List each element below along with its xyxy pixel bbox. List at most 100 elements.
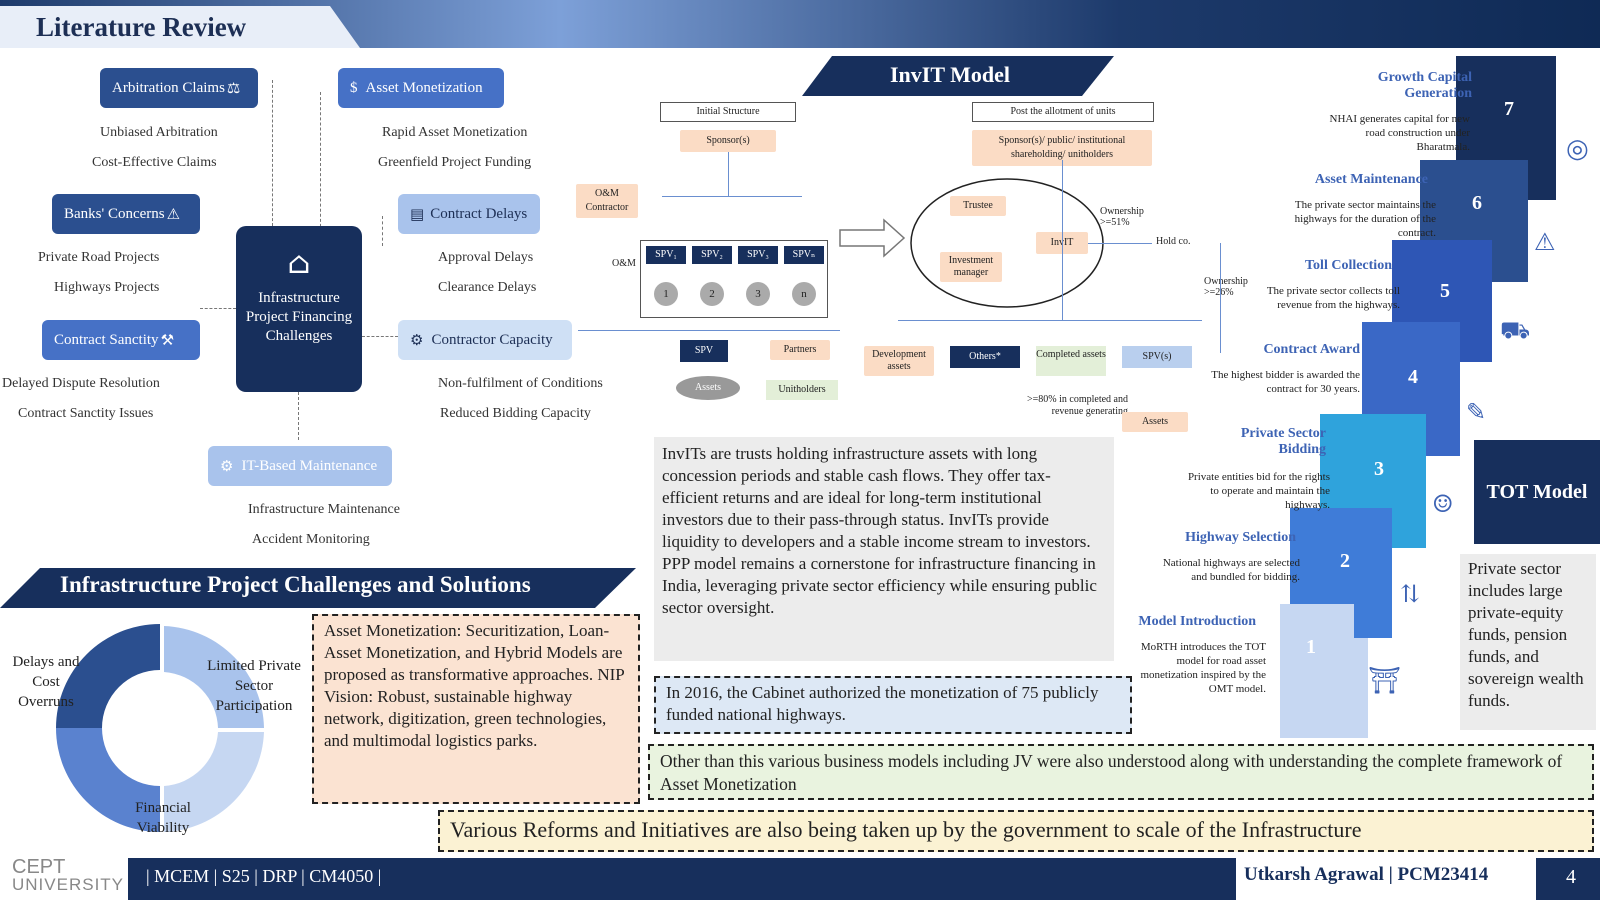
- connector: [272, 80, 273, 226]
- step-number: 6: [1472, 192, 1482, 214]
- right-arrow-icon: [839, 218, 906, 258]
- footer-author: Utkarsh Agrawal | PCM23414: [1244, 864, 1489, 885]
- eighty-percent-label: >=80% in completed and revenue generatin…: [1027, 394, 1128, 417]
- roadwork-icon: ⚠: [1534, 228, 1556, 256]
- ownership-51-label: Ownership >=51%: [1100, 206, 1144, 228]
- coins-icon: ◎: [1566, 134, 1589, 164]
- stair-step-4: [1362, 318, 1460, 456]
- tot-description-text: Private sector includes large private-eq…: [1460, 554, 1596, 730]
- contractor-capacity-node: ⚙ Contractor Capacity: [398, 320, 572, 360]
- stair-step-2: [1290, 504, 1392, 638]
- vehicle-icon: ⛟: [1500, 316, 1531, 344]
- tot-model-title: TOT Model: [1474, 440, 1600, 544]
- asset-monetization-text-box: Asset Monetization: Securitization, Loan…: [312, 614, 640, 804]
- sponsors-box: Sponsor(s): [680, 130, 776, 152]
- sub-item: Rapid Asset Monetization: [382, 125, 528, 140]
- connector: [728, 152, 729, 196]
- building-icon: ⌂: [287, 246, 311, 281]
- legend-spv: SPV: [680, 340, 728, 362]
- center-challenges-box: ⌂ Infrastructure Project Financing Chall…: [236, 226, 362, 392]
- page-title: Literature Review: [36, 12, 247, 42]
- sub-item: Non-fulfilment of Conditions: [438, 376, 603, 391]
- step-desc: The highest bidder is awarded the contra…: [1211, 369, 1360, 395]
- sub-item: Reduced Bidding Capacity: [440, 406, 591, 421]
- step-title: Model Introduction: [1138, 614, 1256, 629]
- spv-group: [640, 240, 828, 318]
- om-label: O&M: [612, 258, 636, 269]
- logo-bottom: UNIVERSITY: [12, 875, 125, 894]
- step-title: Private Sector Bidding: [1240, 426, 1326, 457]
- banks-concerns-node: Banks' Concerns ⚠: [52, 194, 200, 234]
- step-title: Toll Collection: [1305, 258, 1392, 273]
- document-icon: ▤: [410, 206, 425, 223]
- connector: [1088, 243, 1152, 244]
- step-title: Asset Maintenance: [1314, 172, 1428, 187]
- step-title: Contract Award: [1263, 342, 1360, 357]
- stair-step-3: [1320, 410, 1426, 548]
- step-title: Highway Selection: [1185, 530, 1296, 545]
- step-number: 5: [1440, 280, 1450, 302]
- invit-banner-title: InvIT Model: [890, 62, 1011, 87]
- stair-step-7: [1456, 56, 1556, 200]
- spv-box: SPV₁: [646, 246, 686, 264]
- asset-monetization-node: $ Asset Monetization: [338, 68, 504, 108]
- people-icon: ☺: [1432, 490, 1454, 518]
- sub-item: Highways Projects: [54, 280, 160, 295]
- step-number: 2: [1340, 550, 1350, 572]
- spv-asset-circle: n: [792, 282, 816, 306]
- assets-box: Assets: [1122, 412, 1188, 432]
- spv-box: SPVₙ: [784, 246, 824, 264]
- maintenance-icon: ⚙: [220, 458, 234, 475]
- post-allotment-label: Post the allotment of units: [972, 102, 1154, 122]
- sub-item: Infrastructure Maintenance: [248, 502, 400, 517]
- step-number: 7: [1504, 98, 1514, 120]
- road-icon: ⇅: [1400, 580, 1421, 608]
- spv-asset-circle: 1: [654, 282, 678, 306]
- connector: [1220, 243, 1221, 353]
- step-title: Growth Capital Generation: [1377, 70, 1472, 101]
- sub-item: Delayed Dispute Resolution: [2, 376, 160, 391]
- contract-sanctity-node: Contract Sanctity ⚒: [42, 320, 200, 360]
- step-number: 4: [1408, 366, 1418, 388]
- om-contractor-box: O&M Contractor: [576, 184, 638, 218]
- contract-icon: ✎: [1466, 398, 1487, 426]
- node-label: Arbitration Claims: [112, 79, 225, 96]
- reforms-note: Various Reforms and Initiatives are also…: [438, 810, 1594, 852]
- connector: [298, 392, 299, 440]
- spv-box: SPV₂: [692, 246, 732, 264]
- development-assets-box: Development assets: [864, 346, 934, 376]
- ring-segment: [164, 732, 264, 832]
- sub-item: Accident Monitoring: [252, 532, 370, 547]
- ring-label-financial: Financial Viability: [135, 800, 191, 836]
- connector: [200, 308, 236, 309]
- spv-asset-circle: 3: [746, 282, 770, 306]
- ring-segment: [56, 728, 160, 832]
- invit-banner: [802, 56, 1114, 96]
- sub-item: Cost-Effective Claims: [92, 155, 217, 170]
- sub-item: Private Road Projects: [38, 250, 160, 265]
- contract-delays-node: ▤ Contract Delays: [398, 194, 540, 234]
- node-label: Asset Monetization: [365, 79, 483, 96]
- legend-unitholders: Unitholders: [766, 380, 838, 400]
- stair-step-1: [1280, 598, 1368, 738]
- spv-box: SPV₃: [738, 246, 778, 264]
- header-title-box: [0, 6, 360, 48]
- business-models-note: Other than this various business models …: [648, 744, 1594, 800]
- sub-item: Approval Delays: [438, 250, 534, 265]
- tot-stairs: [1280, 56, 1556, 738]
- node-label: Contract Sanctity: [54, 331, 159, 348]
- worker-icon: ⚙: [410, 332, 424, 349]
- step-number: 3: [1374, 458, 1384, 480]
- sub-item: Contract Sanctity Issues: [18, 406, 154, 421]
- others-box: Others*: [950, 346, 1020, 368]
- node-label: IT-Based Maintenance: [241, 457, 378, 474]
- ring-label-delays: Delays and Cost Overruns: [12, 654, 80, 710]
- connector: [662, 196, 802, 197]
- node-label: Banks' Concerns: [64, 205, 165, 222]
- connector: [1062, 160, 1063, 320]
- sub-item: Greenfield Project Funding: [378, 155, 532, 170]
- toll-gate-icon: ⛩: [1368, 666, 1402, 696]
- connector: [382, 216, 383, 246]
- legend-assets: Assets: [676, 376, 740, 400]
- arbitration-claims-node: Arbitration Claims ⚖: [100, 68, 258, 108]
